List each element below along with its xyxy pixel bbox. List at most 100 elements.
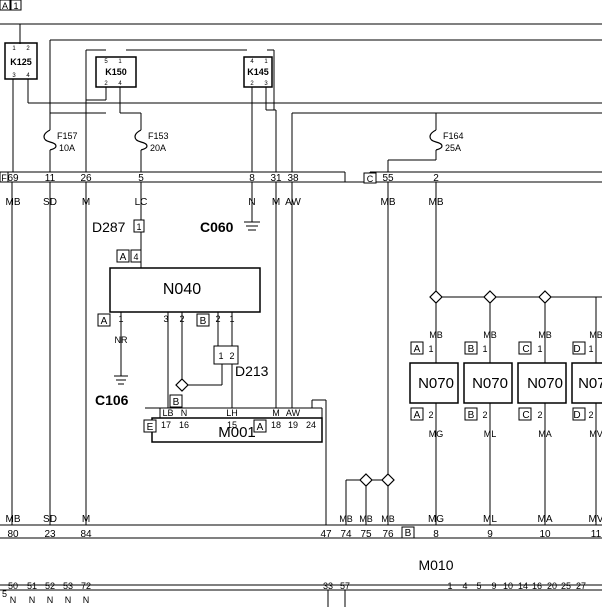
conn-f-label: F [1, 173, 7, 183]
bottom-row-pin-right: 9 [491, 581, 496, 591]
bottom-pin-left: 80 [7, 529, 19, 540]
n070-top-pin: 1 [428, 344, 433, 354]
bottom-pin-left: 84 [80, 529, 92, 540]
n040-conn-a-pin: 4 [133, 252, 138, 262]
bottom-code-mid: MB [381, 514, 395, 524]
n040-pin3: 3 [163, 314, 168, 324]
upper-wire-code: AW [285, 197, 301, 208]
n070-label: N070 [527, 375, 563, 392]
n070-bottom-conn: C [522, 410, 529, 421]
upper-wire-code: M [272, 197, 280, 208]
fuse-f164-name: F164 [443, 131, 464, 141]
k125-pin-top2: 2 [26, 46, 30, 52]
bottom-code-mid: MB [339, 514, 353, 524]
bottom-conn-b: B [405, 528, 412, 539]
bottom-row-pin-right: 20 [547, 581, 557, 591]
fuse-f157-rating: 10A [59, 143, 75, 153]
n070-top-code: MB [483, 330, 497, 340]
n070-bottom-pin: 2 [537, 410, 542, 420]
upper-pin-2: 2 [433, 173, 439, 184]
upper-pin-55: 55 [382, 173, 394, 184]
nr-wire-code: NR [115, 335, 128, 345]
k145-pin-bot: 2 [250, 81, 254, 87]
m001-pin-18: 18 [271, 420, 281, 430]
bottom-code-left: MB [6, 514, 21, 525]
bottom-row-code-left: N [10, 595, 17, 605]
upper-pin-8: 8 [249, 173, 255, 184]
bottom-row-code-left: N [29, 595, 36, 605]
n070-top-conn: D [573, 344, 580, 355]
n040-pin1: 1 [118, 314, 123, 324]
n070-bottom-code: ML [484, 429, 497, 439]
n070-bottom-code: MA [538, 429, 552, 439]
bottom-code-right: MG [428, 514, 444, 525]
m001-label: M001 [218, 424, 256, 441]
upper-pin-11: 11 [45, 173, 56, 184]
upper-wire-code: LC [135, 197, 148, 208]
m001-code-lb: LB [162, 408, 173, 418]
fuse-f157-name: F157 [57, 131, 78, 141]
k145-pin-bot2: 3 [264, 81, 268, 87]
bottom-pin-right: 9 [487, 529, 493, 540]
bottom-code-right: MV [589, 514, 602, 525]
k125-pin-bot2: 4 [26, 73, 30, 79]
n070-label: N070 [418, 375, 454, 392]
m001-pin-15: 15 [227, 420, 237, 430]
k150-pin-top2: 1 [118, 59, 122, 65]
m001-pin-24: 24 [306, 420, 316, 430]
bottom-code-right: MA [538, 514, 553, 525]
bottom-row-pin-right: 14 [518, 581, 528, 591]
n070-top-code: MB [538, 330, 552, 340]
d287-label: D287 [92, 219, 126, 235]
bottom-row-pin-mid: 57 [340, 581, 350, 591]
k145-pin-top: 4 [250, 59, 254, 65]
c106-conn: B [173, 397, 180, 408]
upper-wire-code: MB [429, 197, 444, 208]
bottom-pin-mid: 74 [340, 529, 352, 540]
n070-bottom-pin: 2 [482, 410, 487, 420]
m001-code-n: N [181, 408, 188, 418]
m001-conn-a: A [257, 422, 264, 433]
m001-conn-e: E [147, 422, 154, 433]
n040-b-pin2: 2 [215, 314, 220, 324]
bottom-row-pin-left: 53 [63, 581, 73, 591]
n070-top-code: MB [589, 330, 602, 340]
bottom-row-pin-mid: 33 [323, 581, 333, 591]
n070-label: N070 [578, 375, 602, 392]
bottom-row-pin-right: 25 [561, 581, 571, 591]
bottom-code-right: ML [483, 514, 497, 525]
relay-k150-label: K150 [105, 67, 127, 77]
m001-pin-19: 19 [288, 420, 298, 430]
bottom-row-code-left: N [47, 595, 54, 605]
bottom-row-code-left: N [83, 595, 90, 605]
bottom-row-pin-right: 16 [532, 581, 542, 591]
fuse-f164-rating: 25A [445, 143, 461, 153]
n070-label: N070 [472, 375, 508, 392]
m001-pin-16: 16 [179, 420, 189, 430]
n040-lower-a: A [101, 316, 108, 327]
bottom-row-pin-right: 4 [462, 581, 467, 591]
bottom-frame-label: 5 [2, 589, 7, 599]
top-conn-a-label: A [2, 1, 8, 11]
upper-pin-69: 69 [7, 173, 19, 184]
n070-top-conn: A [414, 344, 421, 355]
n070-top-code: MB [429, 330, 443, 340]
n070-top-conn: B [468, 344, 475, 355]
c106-label: C106 [95, 392, 129, 408]
m001-pin-17: 17 [161, 420, 171, 430]
bottom-code-left: SD [43, 514, 57, 525]
bottom-pin-mid: 76 [382, 529, 394, 540]
bottom-pin-left: 23 [44, 529, 56, 540]
bottom-row-pin-right: 1 [447, 581, 452, 591]
n070-bottom-code: MG [429, 429, 444, 439]
k150-pin-top: 5 [104, 59, 108, 65]
k125-pin-top: 1 [12, 46, 16, 52]
n070-bottom-pin: 2 [588, 410, 593, 420]
upper-wire-code: MB [6, 197, 21, 208]
n070-bottom-code: MV [589, 429, 602, 439]
n070-top-pin: 1 [588, 344, 593, 354]
n040-conn-a: A [120, 252, 127, 263]
d213-pin1: 1 [218, 351, 223, 361]
